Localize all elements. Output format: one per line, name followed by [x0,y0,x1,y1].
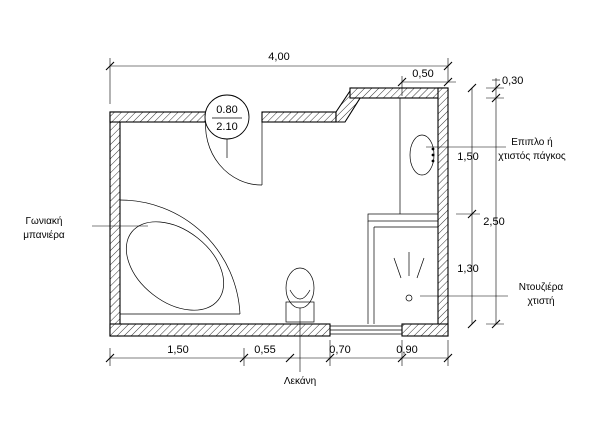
dim-right-total-label: 2,50 [483,216,504,228]
dim-overall-width: 4,00 [105,51,453,104]
dim-right-total: 0,30 2,50 [483,75,523,329]
door-width: 0.80 [216,104,237,116]
wall-right [437,87,449,337]
dim-right-upper-label: 1,50 [457,151,478,163]
label-vanity: Επιπλο ή χτιστός πάγκος [426,136,566,162]
dim-bottom-1-label: 1,50 [167,344,188,356]
dim-top-right-label: 0,30 [502,75,523,87]
label-vanity-line1: Επιπλο ή [511,136,552,148]
label-corner-bath-line2: μπανιέρα [23,229,65,241]
shower [367,221,438,324]
label-toilet-text: Λεκάνη [284,375,316,387]
wall-top-right [349,87,449,99]
dim-bottom-3-label: 0,70 [329,344,350,356]
label-toilet: Λεκάνη [284,308,316,387]
label-shower-line2: χτιστή [527,295,554,307]
dim-bottom-2-label: 0,55 [254,344,275,356]
label-vanity-line2: χτιστός πάγκος [498,150,566,162]
wall-bottom-right [401,323,449,337]
corner-bathtub [119,199,241,315]
dim-top-offset-label: 0,50 [412,68,433,80]
dim-bottom-chain: 1,50 0,55 0,70 0,90 [105,340,453,366]
door [205,112,263,186]
door-height: 2.10 [216,121,237,133]
dim-bottom-4-label: 0,90 [396,344,417,356]
label-corner-bath: Γωνιακή μπανιέρα [23,215,148,241]
door-tag: 0.80 2.10 [204,94,250,158]
bottom-opening [330,325,402,335]
vanity [367,98,439,222]
label-shower: Ντουζιέρα χτιστή [420,281,563,307]
label-corner-bath-line1: Γωνιακή [26,215,63,227]
wall-bottom-left [109,323,331,337]
wall-top-left [109,111,207,123]
wall-left [109,111,121,337]
dim-right-lower-label: 1,30 [457,263,478,275]
dim-overall-width-label: 4,00 [268,51,289,63]
dim-top-offset: 0,50 [397,68,456,96]
label-shower-line1: Ντουζιέρα [519,281,564,293]
dim-right-chain: 1,50 1,30 [456,83,480,329]
walls [109,87,449,337]
wall-top-middle [261,111,337,123]
